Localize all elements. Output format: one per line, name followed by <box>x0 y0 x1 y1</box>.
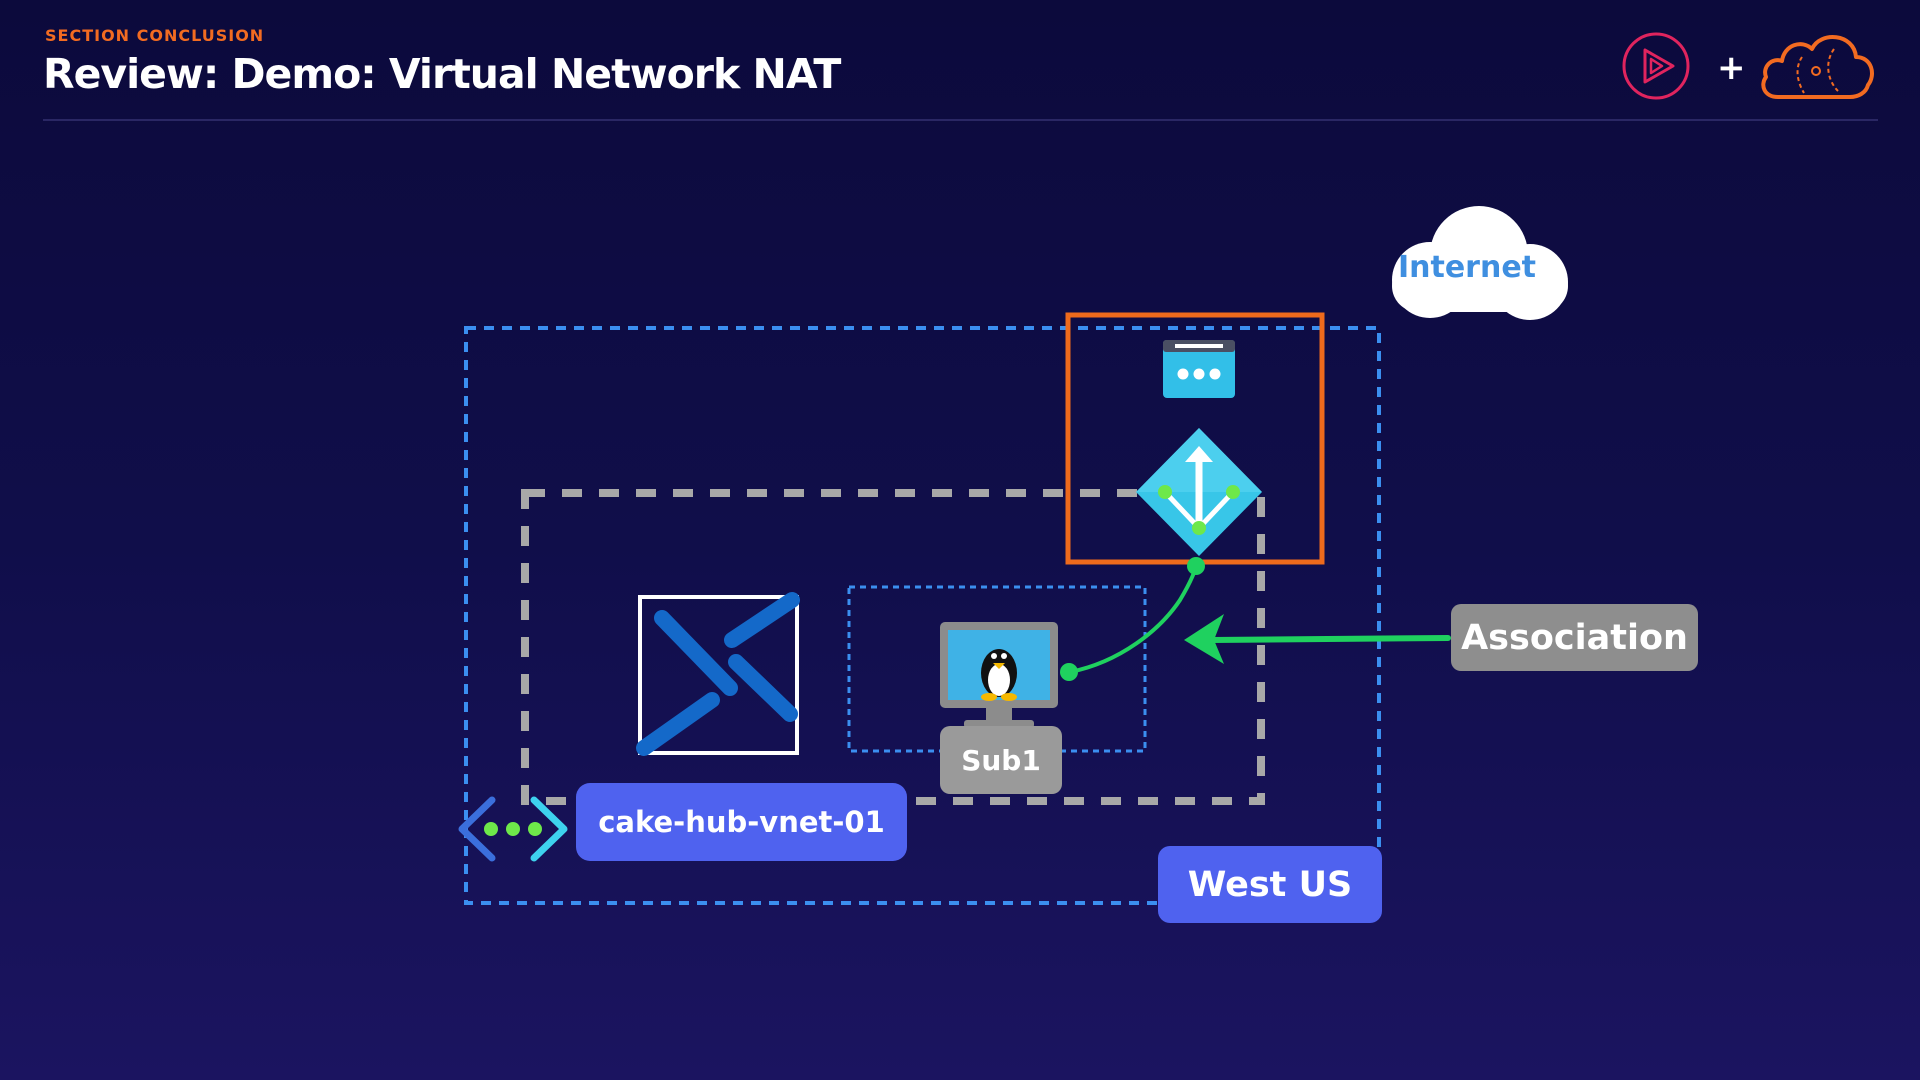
association-arrow <box>1184 614 1451 664</box>
nat-gateway-icon <box>1136 428 1262 556</box>
plus-sign: + <box>1717 48 1746 88</box>
region-boundary <box>464 326 1381 905</box>
association-label: Association <box>1451 604 1698 671</box>
cloud-logo-icon <box>1761 35 1874 99</box>
vnet-boundary <box>521 489 1265 805</box>
title-divider <box>43 119 1878 121</box>
vnet-label: cake-hub-vnet-01 <box>576 783 907 861</box>
slide-title: Review: Demo: Virtual Network NAT <box>43 50 841 98</box>
association-connector <box>1060 557 1205 681</box>
public-ip-icon <box>1163 340 1235 398</box>
internet-label: Internet <box>1397 250 1537 285</box>
section-tag: SECTION CONCLUSION <box>45 26 265 45</box>
internet-cloud-icon <box>1392 206 1568 320</box>
play-logo-icon <box>1622 32 1690 100</box>
region-label: West US <box>1158 846 1382 923</box>
virtual-network-icon <box>458 796 568 862</box>
linux-vm-icon <box>940 622 1058 728</box>
firewall-icon <box>636 592 800 756</box>
subnet-label: Sub1 <box>940 726 1062 794</box>
